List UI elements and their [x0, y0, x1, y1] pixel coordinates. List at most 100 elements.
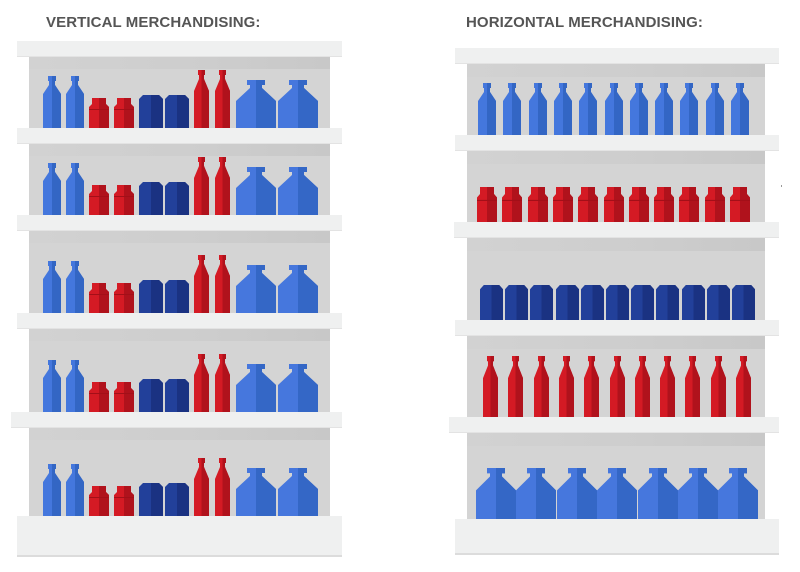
blue-jug-icon — [718, 468, 758, 519]
navy-carton-icon — [139, 182, 163, 215]
red-soda-bottle-icon — [559, 356, 574, 417]
panel-shadow — [467, 237, 765, 251]
panel-shadow — [29, 328, 330, 341]
panel-shadow — [467, 63, 765, 77]
panel-shadow — [467, 432, 765, 446]
panel-shadow — [29, 427, 330, 440]
blue-jug-icon — [597, 468, 637, 519]
blue-jug-icon — [278, 167, 318, 215]
milk-bottle-icon — [605, 83, 623, 135]
red-jar-icon — [89, 98, 109, 128]
milk-bottle-icon — [706, 83, 724, 135]
red-soda-bottle-icon — [194, 255, 209, 313]
milk-bottle-icon — [43, 464, 61, 516]
red-jar-icon — [604, 187, 624, 222]
red-soda-bottle-icon — [194, 458, 209, 516]
red-jar-icon — [730, 187, 750, 222]
red-jar-icon — [679, 187, 699, 222]
red-soda-bottle-icon — [194, 157, 209, 215]
shelf-board — [17, 128, 342, 143]
shelf-board — [11, 412, 342, 427]
navy-carton-icon — [581, 285, 604, 320]
milk-bottle-icon — [43, 360, 61, 412]
back-panel — [467, 63, 765, 519]
navy-carton-icon — [165, 182, 189, 215]
blue-jug-icon — [236, 468, 276, 516]
navy-carton-icon — [139, 483, 163, 516]
red-jar-icon — [502, 187, 522, 222]
milk-bottle-icon — [529, 83, 547, 135]
red-soda-bottle-icon — [483, 356, 498, 417]
navy-carton-icon — [606, 285, 629, 320]
red-jar-icon — [654, 187, 674, 222]
panel-shadow — [29, 143, 330, 156]
panel-shadow — [29, 56, 330, 69]
red-jar-icon — [114, 283, 134, 313]
red-soda-bottle-icon — [711, 356, 726, 417]
red-soda-bottle-icon — [660, 356, 675, 417]
red-soda-bottle-icon — [584, 356, 599, 417]
red-soda-bottle-icon — [194, 354, 209, 412]
shelf-board — [454, 222, 779, 237]
red-jar-icon — [89, 185, 109, 215]
red-jar-icon — [89, 486, 109, 516]
milk-bottle-icon — [43, 163, 61, 215]
blue-jug-icon — [278, 265, 318, 313]
red-jar-icon — [553, 187, 573, 222]
milk-bottle-icon — [66, 261, 84, 313]
red-soda-bottle-icon — [215, 354, 230, 412]
horizontal-merchandising-title: HORIZONTAL MERCHANDISING: — [466, 14, 703, 31]
blue-jug-icon — [516, 468, 556, 519]
navy-carton-icon — [139, 379, 163, 412]
red-soda-bottle-icon — [635, 356, 650, 417]
red-jar-icon — [89, 283, 109, 313]
navy-carton-icon — [139, 280, 163, 313]
milk-bottle-icon — [731, 83, 749, 135]
red-jar-icon — [705, 187, 725, 222]
navy-carton-icon — [682, 285, 705, 320]
red-jar-icon — [89, 382, 109, 412]
blue-jug-icon — [278, 80, 318, 128]
red-soda-bottle-icon — [194, 70, 209, 128]
shelf-base — [455, 519, 779, 555]
navy-carton-icon — [530, 285, 553, 320]
navy-carton-icon — [631, 285, 654, 320]
milk-bottle-icon — [66, 76, 84, 128]
shelf-board — [449, 417, 779, 432]
shelf-board — [17, 215, 342, 230]
red-soda-bottle-icon — [215, 255, 230, 313]
panel-shadow — [467, 335, 765, 349]
red-jar-icon — [629, 187, 649, 222]
milk-bottle-icon — [579, 83, 597, 135]
milk-bottle-icon — [43, 261, 61, 313]
shelf-base — [17, 516, 342, 557]
milk-bottle-icon — [503, 83, 521, 135]
red-soda-bottle-icon — [508, 356, 523, 417]
red-jar-icon — [114, 185, 134, 215]
stray-dot — [781, 185, 782, 187]
blue-jug-icon — [236, 167, 276, 215]
navy-carton-icon — [505, 285, 528, 320]
milk-bottle-icon — [630, 83, 648, 135]
milk-bottle-icon — [655, 83, 673, 135]
blue-jug-icon — [236, 80, 276, 128]
milk-bottle-icon — [66, 163, 84, 215]
blue-jug-icon — [278, 468, 318, 516]
navy-carton-icon — [656, 285, 679, 320]
blue-jug-icon — [476, 468, 516, 519]
red-soda-bottle-icon — [685, 356, 700, 417]
blue-jug-icon — [236, 265, 276, 313]
navy-carton-icon — [480, 285, 503, 320]
navy-carton-icon — [165, 280, 189, 313]
red-jar-icon — [578, 187, 598, 222]
red-jar-icon — [114, 486, 134, 516]
panel-shadow — [29, 230, 330, 243]
blue-jug-icon — [557, 468, 597, 519]
shelf-board — [17, 313, 342, 328]
shelf-board — [455, 135, 779, 150]
blue-jug-icon — [678, 468, 718, 519]
red-soda-bottle-icon — [215, 157, 230, 215]
vertical-merchandising-title: VERTICAL MERCHANDISING: — [46, 14, 261, 31]
